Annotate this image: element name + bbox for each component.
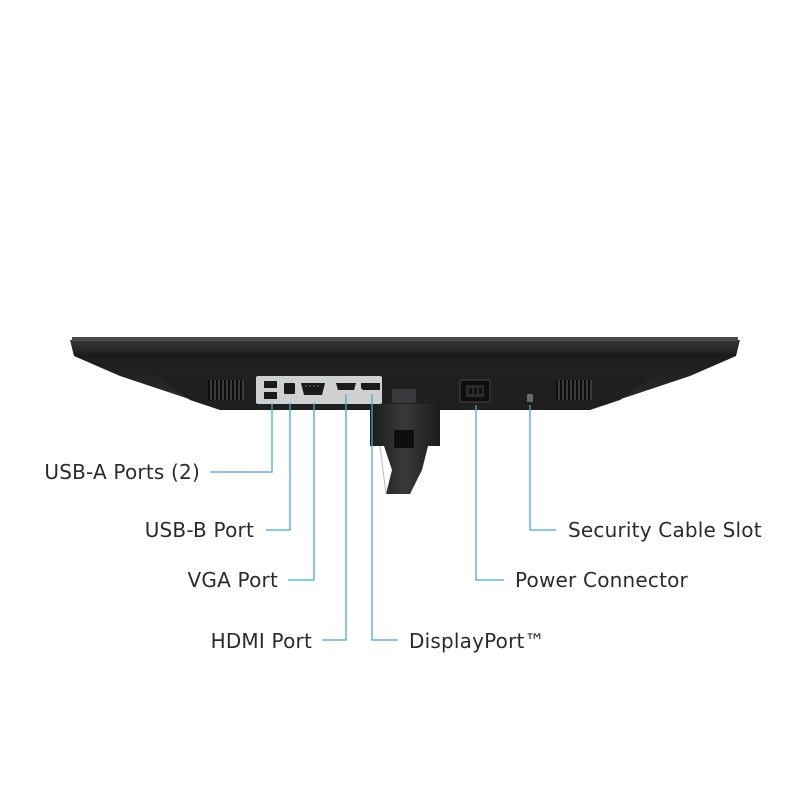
- usb-a-port-1: [264, 381, 277, 388]
- leader-usb-b: [266, 403, 291, 531]
- leader-displayport: [371, 394, 398, 641]
- leader-lines: [210, 394, 556, 641]
- stand-mount-button: [392, 389, 416, 403]
- vga-port: [301, 383, 325, 395]
- security-slot: [527, 394, 533, 402]
- monitor-top-edge: [72, 337, 738, 341]
- right-vent: [556, 380, 592, 400]
- label-displayport: DisplayPort™: [409, 629, 545, 653]
- label-security-cable-slot: Security Cable Slot: [568, 518, 762, 542]
- usb-a-port-2: [264, 392, 277, 399]
- stand-neck: [370, 404, 440, 494]
- label-vga-port: VGA Port: [187, 568, 278, 592]
- label-hdmi-port: HDMI Port: [210, 629, 312, 653]
- leader-usb-a: [210, 403, 273, 473]
- hdmi-port: [336, 383, 356, 390]
- left-vent: [208, 380, 244, 400]
- label-power-connector: Power Connector: [515, 568, 688, 592]
- leader-vga: [288, 403, 315, 581]
- displayport-port: [361, 383, 380, 390]
- leader-power: [475, 405, 504, 581]
- label-usb-a-ports: USB-A Ports (2): [44, 460, 200, 484]
- monitor-bezel: [70, 340, 740, 356]
- label-usb-b-port: USB-B Port: [144, 518, 254, 542]
- leader-security: [529, 405, 556, 531]
- leader-hdmi: [322, 394, 347, 641]
- usb-b-port: [284, 383, 295, 394]
